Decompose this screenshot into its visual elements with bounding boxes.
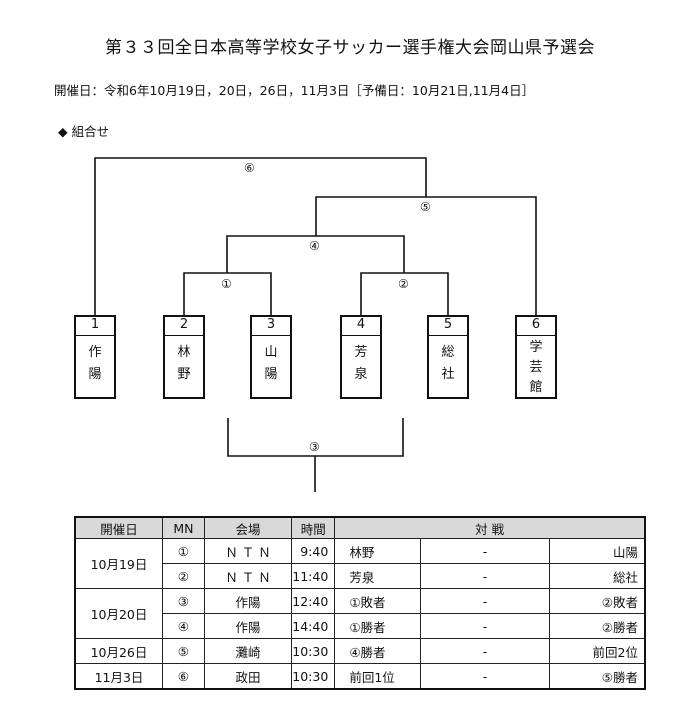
cell-venue: Ｎ Ｔ Ｎ (203, 538, 293, 564)
table-header-row: 開催日 MN 会場 時間 対 戦 (74, 516, 646, 539)
cell-time: 9:40 (291, 538, 336, 564)
cell-venue: 政田 (203, 663, 293, 690)
table-row: ④ 作陽 14:40 ①勝者 - ②勝者 (75, 613, 646, 639)
table-row: ② Ｎ Ｔ Ｎ 11:40 芳泉 - 総社 (75, 563, 646, 589)
header-date: 開催日 (74, 516, 163, 539)
team-box-6: 6 学芸館 (515, 315, 557, 399)
match-label-1: ① (219, 277, 234, 291)
team-name: 学芸館 (529, 340, 543, 395)
cell-date: 10月26日 (74, 638, 163, 664)
match-label-2: ② (396, 277, 411, 291)
cell-away: 山陽 (549, 538, 646, 564)
section-label: ◆ 組合せ (58, 124, 110, 139)
cell-date: 10月20日 (74, 588, 163, 639)
header-match: 対 戦 (334, 516, 646, 539)
cell-vs: - (419, 563, 551, 589)
team-name: 林野 (177, 345, 191, 382)
team-number: 2 (165, 317, 203, 336)
match-label-3: ③ (307, 440, 322, 454)
cell-home: 前回1位 (334, 663, 421, 690)
table-row: 10月19日 ① Ｎ Ｔ Ｎ 9:40 林野 - 山陽 (74, 538, 646, 589)
cell-mn: ⑥ (161, 663, 205, 690)
cell-venue: Ｎ Ｔ Ｎ (203, 563, 293, 589)
header-time: 時間 (291, 516, 336, 539)
bracket-line-m5 (315, 196, 537, 315)
cell-vs: - (419, 613, 551, 639)
team-number: 5 (429, 317, 467, 336)
match-label-4: ④ (307, 239, 322, 253)
team-number: 4 (342, 317, 380, 336)
cell-mn: ④ (161, 613, 205, 639)
bracket-line-m6 (94, 157, 427, 315)
cell-vs: - (419, 663, 551, 690)
cell-away: ⑤勝者 (549, 663, 646, 690)
cell-away: 前回2位 (549, 638, 646, 664)
bracket-lines (94, 157, 537, 492)
team-name: 総社 (441, 345, 455, 382)
table-row: 10月26日 ⑤ 灘崎 10:30 ④勝者 - 前回2位 (74, 638, 646, 664)
team-box-1: 1 作陽 (74, 315, 116, 399)
page-title: 第３３回全日本高等学校女子サッカー選手権大会岡山県予選会 (105, 38, 595, 58)
cell-vs: - (419, 588, 551, 614)
cell-time: 10:30 (291, 663, 336, 690)
cell-away: 総社 (549, 563, 646, 589)
cell-time: 10:30 (291, 638, 336, 664)
cell-mn: ③ (161, 588, 205, 614)
cell-away: ②敗者 (549, 588, 646, 614)
team-name: 作陽 (88, 345, 102, 382)
cell-home: ①敗者 (334, 588, 421, 614)
team-number: 6 (517, 317, 555, 336)
cell-time: 12:40 (291, 588, 336, 614)
header-mn: MN (161, 516, 205, 539)
cell-away: ②勝者 (549, 613, 646, 639)
cell-mn: ② (161, 563, 205, 589)
cell-venue: 灘崎 (203, 638, 293, 664)
cell-home: 芳泉 (334, 563, 421, 589)
header-venue: 会場 (203, 516, 293, 539)
match-label-5: ⑤ (418, 200, 433, 214)
team-box-5: 5 総社 (427, 315, 469, 399)
cell-time: 11:40 (291, 563, 336, 589)
cell-vs: - (419, 638, 551, 664)
cell-date: 10月19日 (74, 538, 163, 589)
team-box-4: 4 芳泉 (340, 315, 382, 399)
cell-mn: ① (161, 538, 205, 564)
cell-vs: - (419, 538, 551, 564)
match-label-6: ⑥ (242, 161, 257, 175)
cell-venue: 作陽 (203, 613, 293, 639)
team-box-2: 2 林野 (163, 315, 205, 399)
table-row: 11月3日 ⑥ 政田 10:30 前回1位 - ⑤勝者 (74, 663, 646, 690)
cell-date: 11月3日 (74, 663, 163, 690)
team-box-3: 3 山陽 (250, 315, 292, 399)
table-row: 10月20日 ③ 作陽 12:40 ①敗者 - ②敗者 (74, 588, 646, 639)
cell-time: 14:40 (291, 613, 336, 639)
cell-home: ④勝者 (334, 638, 421, 664)
schedule-table: 開催日 MN 会場 時間 対 戦 10月19日 ① Ｎ Ｔ Ｎ 9:40 林野 … (74, 516, 646, 690)
team-number: 3 (252, 317, 290, 336)
cell-home: ①勝者 (334, 613, 421, 639)
cell-venue: 作陽 (203, 588, 293, 614)
team-number: 1 (76, 317, 114, 336)
team-name: 芳泉 (354, 345, 368, 382)
cell-home: 林野 (334, 538, 421, 564)
team-name: 山陽 (264, 345, 278, 382)
cell-mn: ⑤ (161, 638, 205, 664)
event-dates: 開催日：令和6年10月19日，20日，26日，11月3日［予備日：10月21日,… (54, 83, 535, 98)
